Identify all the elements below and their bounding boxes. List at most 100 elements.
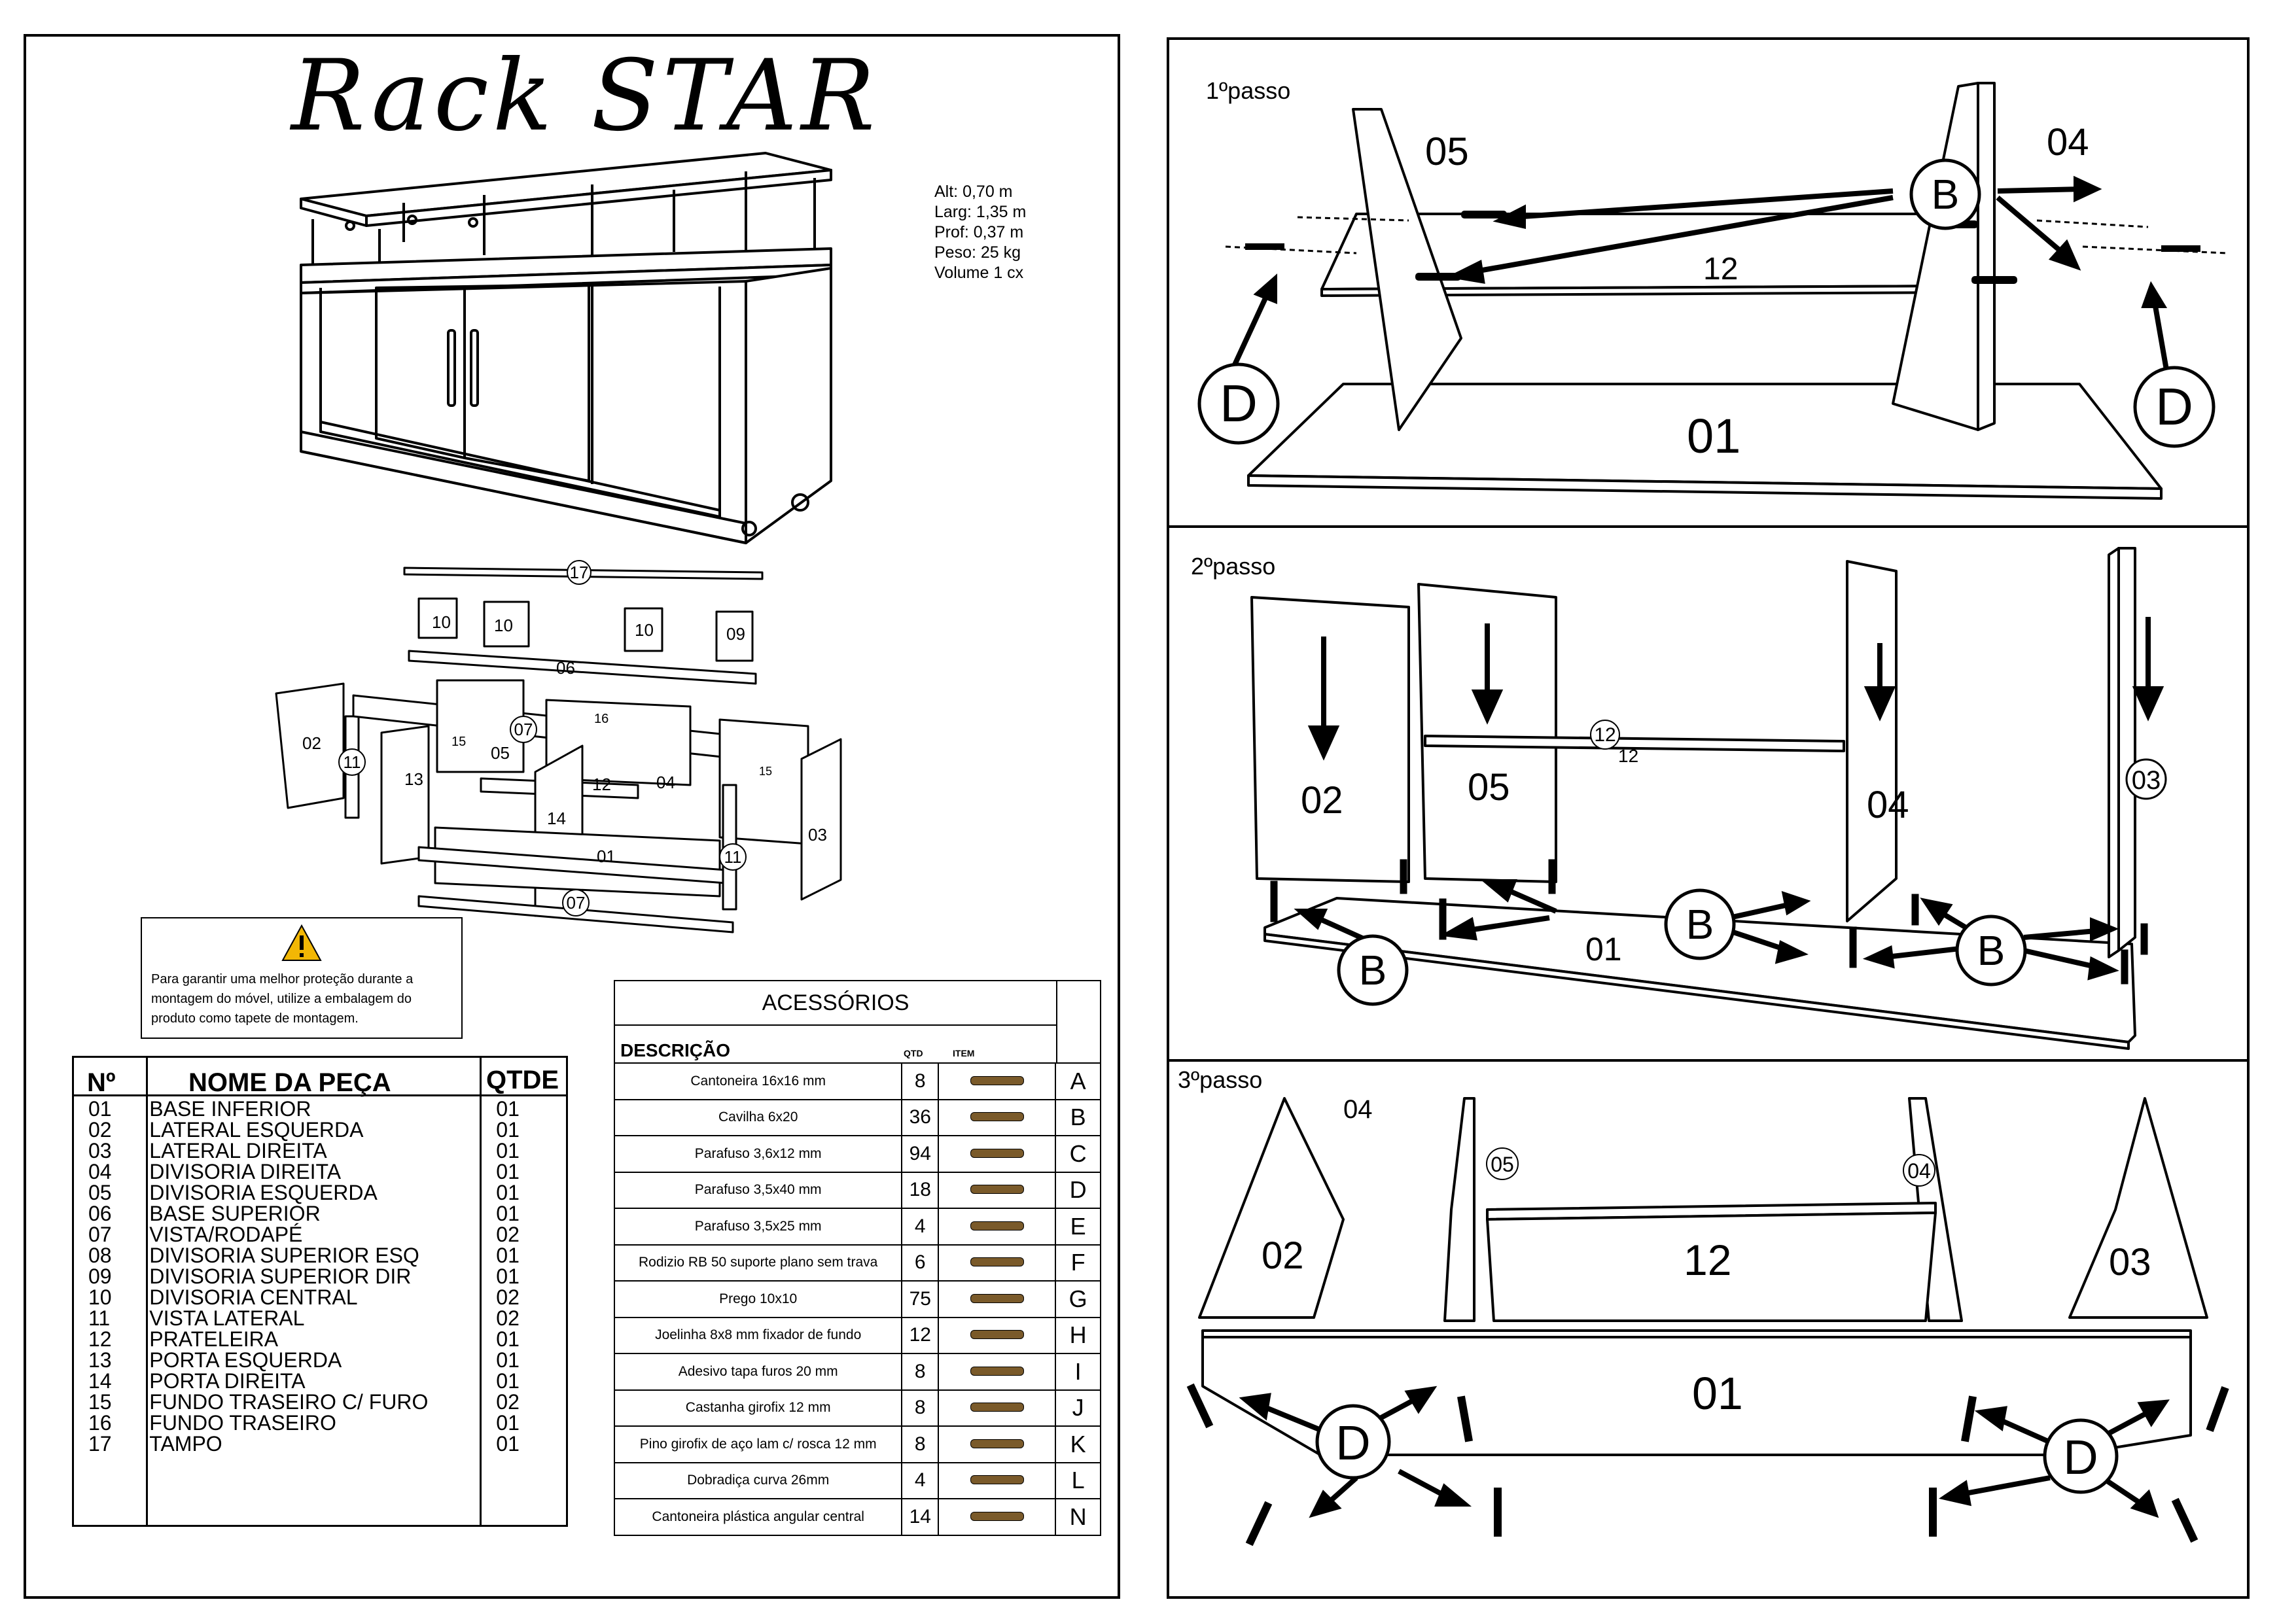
- accessory-qty: 8: [901, 1425, 940, 1463]
- step2-label: 05: [1468, 766, 1510, 809]
- step2-drawing: 02 05 12 12 04 03 01 B B B: [1250, 547, 2167, 1050]
- part-name: PORTA DIREITA: [149, 1369, 306, 1393]
- part-number: 12: [88, 1327, 112, 1351]
- exploded-label: 17: [570, 563, 589, 582]
- exploded-label: 14: [547, 809, 566, 828]
- specs: Alt: 0,70 m Larg: 1,35 m Prof: 0,37 m Pe…: [934, 182, 1026, 283]
- part-number: 16: [88, 1411, 112, 1435]
- step1-label-d: D: [2155, 377, 2193, 436]
- parts-row: 17 TAMPO 01: [74, 1433, 566, 1454]
- step2-label-b: B: [1977, 927, 2005, 974]
- left-panel: [24, 34, 1120, 1599]
- step3-label: 02: [1262, 1234, 1304, 1277]
- accessory-qty: 94: [901, 1135, 940, 1173]
- exploded-label: 06: [556, 658, 575, 678]
- part-qty: 01: [496, 1097, 520, 1121]
- part-number: 10: [88, 1285, 112, 1309]
- step1-label: 05: [1425, 130, 1469, 173]
- exploded-label: 15: [759, 765, 772, 778]
- accessory-qty: 6: [901, 1244, 940, 1282]
- hardware-icon: [938, 1461, 1057, 1499]
- exploded-label: 15: [451, 735, 466, 749]
- step2-label: 01: [1585, 931, 1622, 968]
- accessory-item-letter: F: [1055, 1244, 1101, 1282]
- step3-title: 3ºpasso: [1178, 1066, 1263, 1093]
- part-number: 02: [88, 1118, 112, 1142]
- step3-label: 04: [1343, 1095, 1373, 1124]
- hardware-icon: [938, 1316, 1057, 1354]
- step1-label: 01: [1687, 409, 1740, 463]
- part-number: 15: [88, 1390, 112, 1414]
- exploded-label: 07: [567, 893, 586, 913]
- step2-title: 2ºpasso: [1191, 553, 1276, 580]
- hardware-icon: [938, 1389, 1057, 1427]
- part-number: 08: [88, 1244, 112, 1267]
- part-number: 06: [88, 1202, 112, 1225]
- part-number: 11: [88, 1306, 111, 1330]
- hardware-icon: [938, 1098, 1057, 1136]
- spec-depth: Prof: 0,37 m: [934, 223, 1024, 241]
- col-header-qty: QTDE: [486, 1066, 559, 1094]
- exploded-label: 16: [594, 712, 609, 726]
- step2-label: 12: [1618, 746, 1638, 766]
- acc-header-item: ITEM: [953, 1048, 975, 1058]
- part-qty: 02: [496, 1223, 520, 1246]
- part-qty: 01: [496, 1432, 520, 1456]
- warning-line: produto como tapete de montagem.: [151, 1011, 359, 1026]
- part-name: TAMPO: [149, 1432, 222, 1456]
- step3-label: 04: [1907, 1159, 1931, 1183]
- accessory-desc: Prego 10x10: [613, 1280, 903, 1318]
- spec-weight: Peso: 25 kg: [934, 243, 1021, 262]
- accessory-qty: 75: [901, 1280, 940, 1318]
- exploded-label: 09: [726, 624, 745, 644]
- hardware-icon: [938, 1244, 1057, 1282]
- step3-label: 12: [1684, 1236, 1731, 1284]
- exploded-label: 10: [635, 620, 654, 640]
- exploded-label: 13: [404, 769, 423, 789]
- accessory-item-letter: L: [1055, 1461, 1101, 1499]
- col-header-number: Nº: [87, 1068, 116, 1097]
- rack-illustration: [300, 152, 832, 544]
- accessory-item-letter: E: [1055, 1208, 1101, 1246]
- step3-label: 03: [2109, 1241, 2151, 1283]
- accessory-item-letter: B: [1055, 1098, 1101, 1136]
- step1-title: 1ºpasso: [1206, 77, 1291, 104]
- step3-label-d: D: [1335, 1416, 1370, 1470]
- part-name: VISTA/RODAPÉ: [149, 1223, 303, 1246]
- part-number: 09: [88, 1265, 112, 1288]
- part-qty: 01: [496, 1181, 520, 1204]
- accessory-desc: Parafuso 3,5x40 mm: [613, 1171, 903, 1209]
- accessory-qty: 18: [901, 1171, 940, 1209]
- step2-label: 02: [1301, 779, 1343, 822]
- acc-header-qty: QTD: [904, 1048, 923, 1058]
- accessory-desc: Cavilha 6x20: [613, 1098, 903, 1136]
- part-number: 04: [88, 1160, 112, 1183]
- page-title: Rack STAR: [291, 39, 879, 153]
- spec-width: Larg: 1,35 m: [934, 203, 1027, 221]
- hardware-icon: [938, 1353, 1057, 1391]
- exploded-label: 01: [597, 846, 616, 866]
- part-number: 17: [88, 1432, 112, 1456]
- part-qty: 01: [496, 1411, 520, 1435]
- part-qty: 01: [496, 1160, 520, 1183]
- accessory-qty: 36: [901, 1098, 940, 1136]
- accessory-desc: Adesivo tapa furos 20 mm: [613, 1353, 903, 1391]
- part-name: LATERAL DIREITA: [149, 1139, 327, 1162]
